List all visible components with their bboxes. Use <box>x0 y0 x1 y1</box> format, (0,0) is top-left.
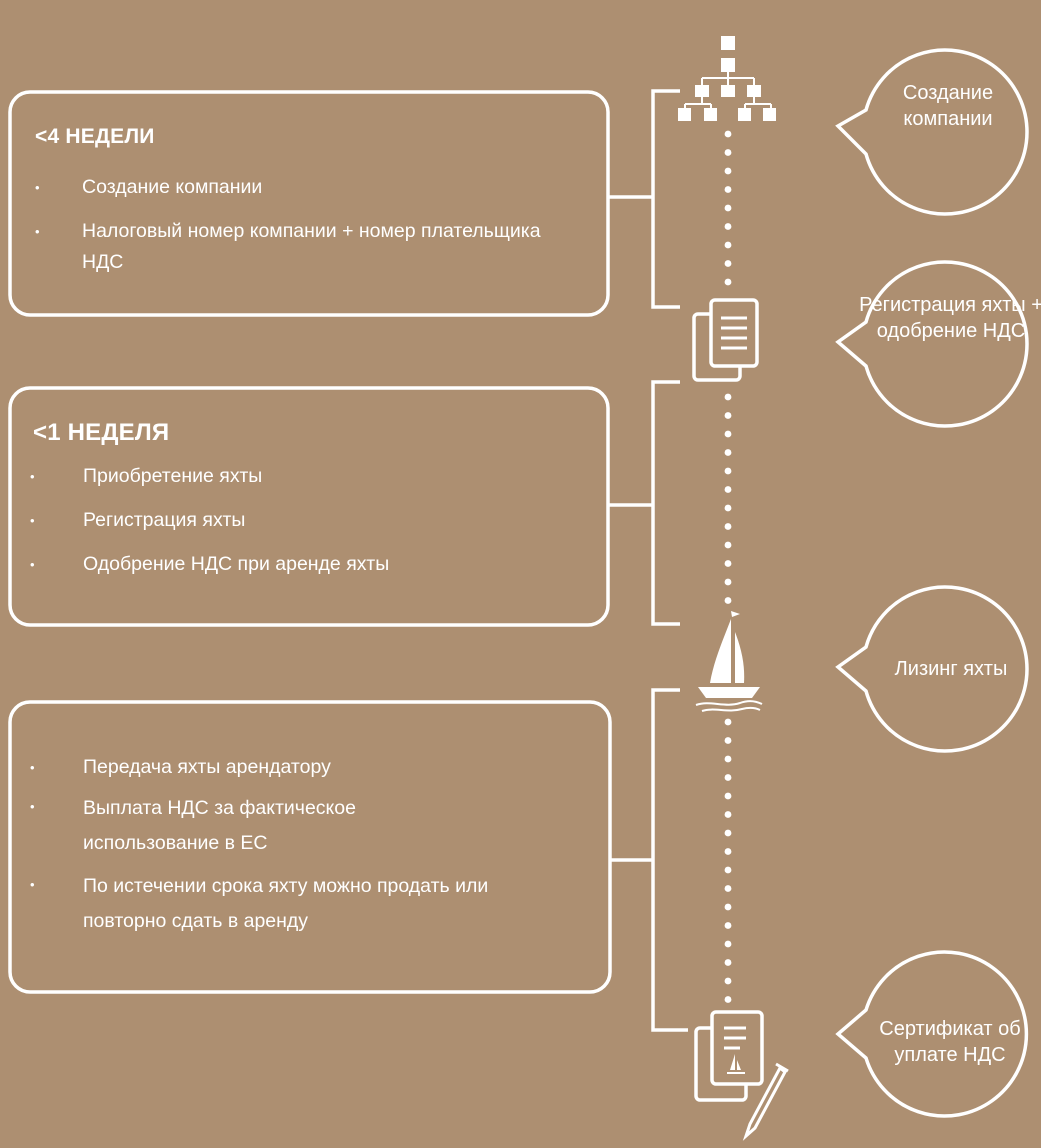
milestone-3-label: Лизинг яхты <box>894 658 1008 680</box>
list-item: •Передача яхты арендатору <box>30 756 331 778</box>
timeline-dot <box>724 959 732 966</box>
bracket-3 <box>610 688 688 1032</box>
timeline-dot <box>724 792 732 800</box>
timeline-dots <box>724 130 732 1003</box>
stage-1-heading: <4 НЕДЕЛИ <box>35 125 155 148</box>
milestone-4-label: Сертификат об уплате НДС <box>879 1018 1021 1066</box>
milestone-1-label: Создание компании <box>902 82 994 130</box>
timeline-dot <box>724 523 732 530</box>
timeline-dot <box>724 260 732 267</box>
timeline-dot <box>724 578 732 586</box>
timeline-dot <box>724 922 732 929</box>
timeline-dot <box>724 149 732 156</box>
timeline-dot <box>724 811 732 818</box>
certificate-icon <box>694 1010 789 1141</box>
stage-2-list: •Приобретение яхты •Регистрация яхты •Од… <box>30 461 590 580</box>
stage-box-2: <1 НЕДЕЛЯ •Приобретение яхты •Регистраци… <box>10 388 608 625</box>
stage-box-3-outline <box>8 700 612 994</box>
timeline-dot <box>724 885 732 892</box>
stage-1-list: •Создание компании •Налоговый номер комп… <box>35 172 595 278</box>
timeline-dot <box>724 774 732 781</box>
bracket-2 <box>608 380 680 626</box>
bracket-1 <box>608 89 680 309</box>
list-item: •По истечении срока яхту можно продать и… <box>30 875 489 932</box>
timeline-dot <box>724 755 732 763</box>
timeline-dot <box>724 430 732 438</box>
list-item: •Приобретение яхты <box>30 465 263 487</box>
timeline-dot <box>724 223 732 230</box>
stage-box-1: <4 НЕДЕЛИ •Создание компании •Налоговый … <box>10 92 608 315</box>
org-chart-icon <box>678 36 776 121</box>
timeline-dot <box>724 541 732 549</box>
timeline-dot <box>724 186 732 193</box>
timeline-dot <box>724 737 732 744</box>
timeline-dot <box>724 204 732 212</box>
list-item: •Создание компании <box>35 176 263 198</box>
milestone-2-label: Регистрация яхты + одобрение НДС <box>859 294 1041 342</box>
timeline-dot <box>724 130 732 138</box>
timeline-dot <box>724 718 732 726</box>
timeline-dot <box>724 278 732 286</box>
timeline-dot <box>724 167 732 175</box>
timeline-dot <box>724 940 732 948</box>
bubble-3-outline <box>835 585 1029 753</box>
timeline-dot <box>724 504 732 512</box>
timeline-dot <box>724 866 732 874</box>
sailboat-icon <box>695 611 763 712</box>
timeline-dot <box>724 560 732 567</box>
list-item: •Регистрация яхты <box>30 509 246 531</box>
timeline-dot <box>724 829 732 837</box>
timeline-dot <box>724 467 732 475</box>
timeline-dot <box>724 412 732 419</box>
timeline-dot <box>724 977 732 985</box>
timeline-dot <box>724 393 732 401</box>
timeline-dot <box>724 996 732 1003</box>
stage-box-1-outline <box>8 90 610 317</box>
stage-3-list: •Передача яхты арендатору •Выплата НДС з… <box>30 752 600 939</box>
bubble-4-outline <box>835 950 1029 1118</box>
list-item: •Налоговый номер компании + номер плател… <box>35 220 541 273</box>
documents-icon <box>692 298 759 382</box>
timeline-dot <box>724 903 732 911</box>
timeline-dot <box>724 597 732 604</box>
timeline-dot <box>724 241 732 249</box>
bubble-1-outline <box>835 48 1029 216</box>
list-item: •Выплата НДС за фактическое использовани… <box>30 797 356 854</box>
bubble-2-outline <box>835 260 1029 428</box>
list-item: •Одобрение НДС при аренде яхты <box>30 553 390 575</box>
timeline-dot <box>724 486 732 493</box>
stage-box-3: •Передача яхты арендатору •Выплата НДС з… <box>10 702 610 992</box>
timeline-dot <box>724 848 732 855</box>
stage-2-heading: <1 НЕДЕЛЯ <box>33 419 170 446</box>
timeline-dot <box>724 449 732 456</box>
